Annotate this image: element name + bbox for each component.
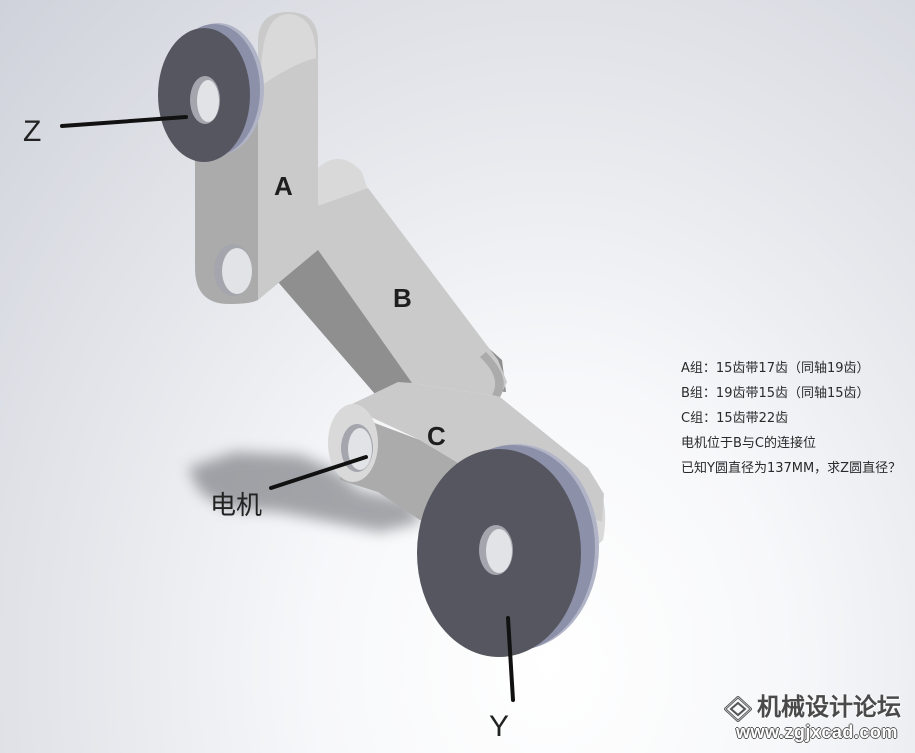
label-motor: 电机 bbox=[210, 491, 263, 521]
label-arm-a: A bbox=[274, 171, 293, 201]
note-group-c: C组：15齿带22齿 bbox=[681, 411, 789, 426]
label-arm-c: C bbox=[427, 421, 446, 451]
arm-a-face bbox=[258, 12, 318, 300]
gear-notes: A组：15齿带17齿（同轴19齿） B组：19齿带15齿（同轴15齿） C组：1… bbox=[681, 356, 911, 481]
ground-shadow-shape bbox=[188, 452, 422, 532]
arm-b-end-edge bbox=[480, 352, 504, 397]
z-leader-line bbox=[60, 115, 188, 128]
disc-y bbox=[417, 444, 599, 657]
arm-b bbox=[278, 158, 507, 397]
diamond-logo-icon bbox=[724, 696, 752, 722]
disc-y-hole-opening bbox=[486, 529, 512, 573]
note-question: 已知Y圆直径为137MM，求Z圆直径？ bbox=[681, 461, 902, 476]
motor-leader-line bbox=[269, 455, 368, 490]
watermark-site-name: 机械设计论坛 bbox=[757, 692, 901, 721]
y-leader-line bbox=[506, 616, 515, 702]
arm-a bbox=[195, 12, 318, 304]
arm-a-end-cap bbox=[261, 14, 316, 86]
arm-b-end-cap bbox=[318, 158, 368, 206]
disc-z bbox=[158, 23, 264, 162]
arm-b-face bbox=[318, 188, 507, 397]
label-z: Z bbox=[23, 115, 42, 148]
note-motor-position: 电机位于B与C的连接位 bbox=[681, 436, 816, 451]
disc-z-hole-opening bbox=[197, 80, 219, 122]
label-arm-b: B bbox=[393, 283, 412, 313]
watermark-url: www.zgjxcad.com bbox=[736, 722, 898, 742]
note-group-a: A组：15齿带17齿（同轴19齿） bbox=[681, 361, 870, 376]
arm-a-hole-opening bbox=[222, 248, 252, 294]
note-group-b: B组：19齿带15齿（同轴15齿） bbox=[681, 386, 870, 401]
label-y: Y bbox=[489, 710, 510, 743]
